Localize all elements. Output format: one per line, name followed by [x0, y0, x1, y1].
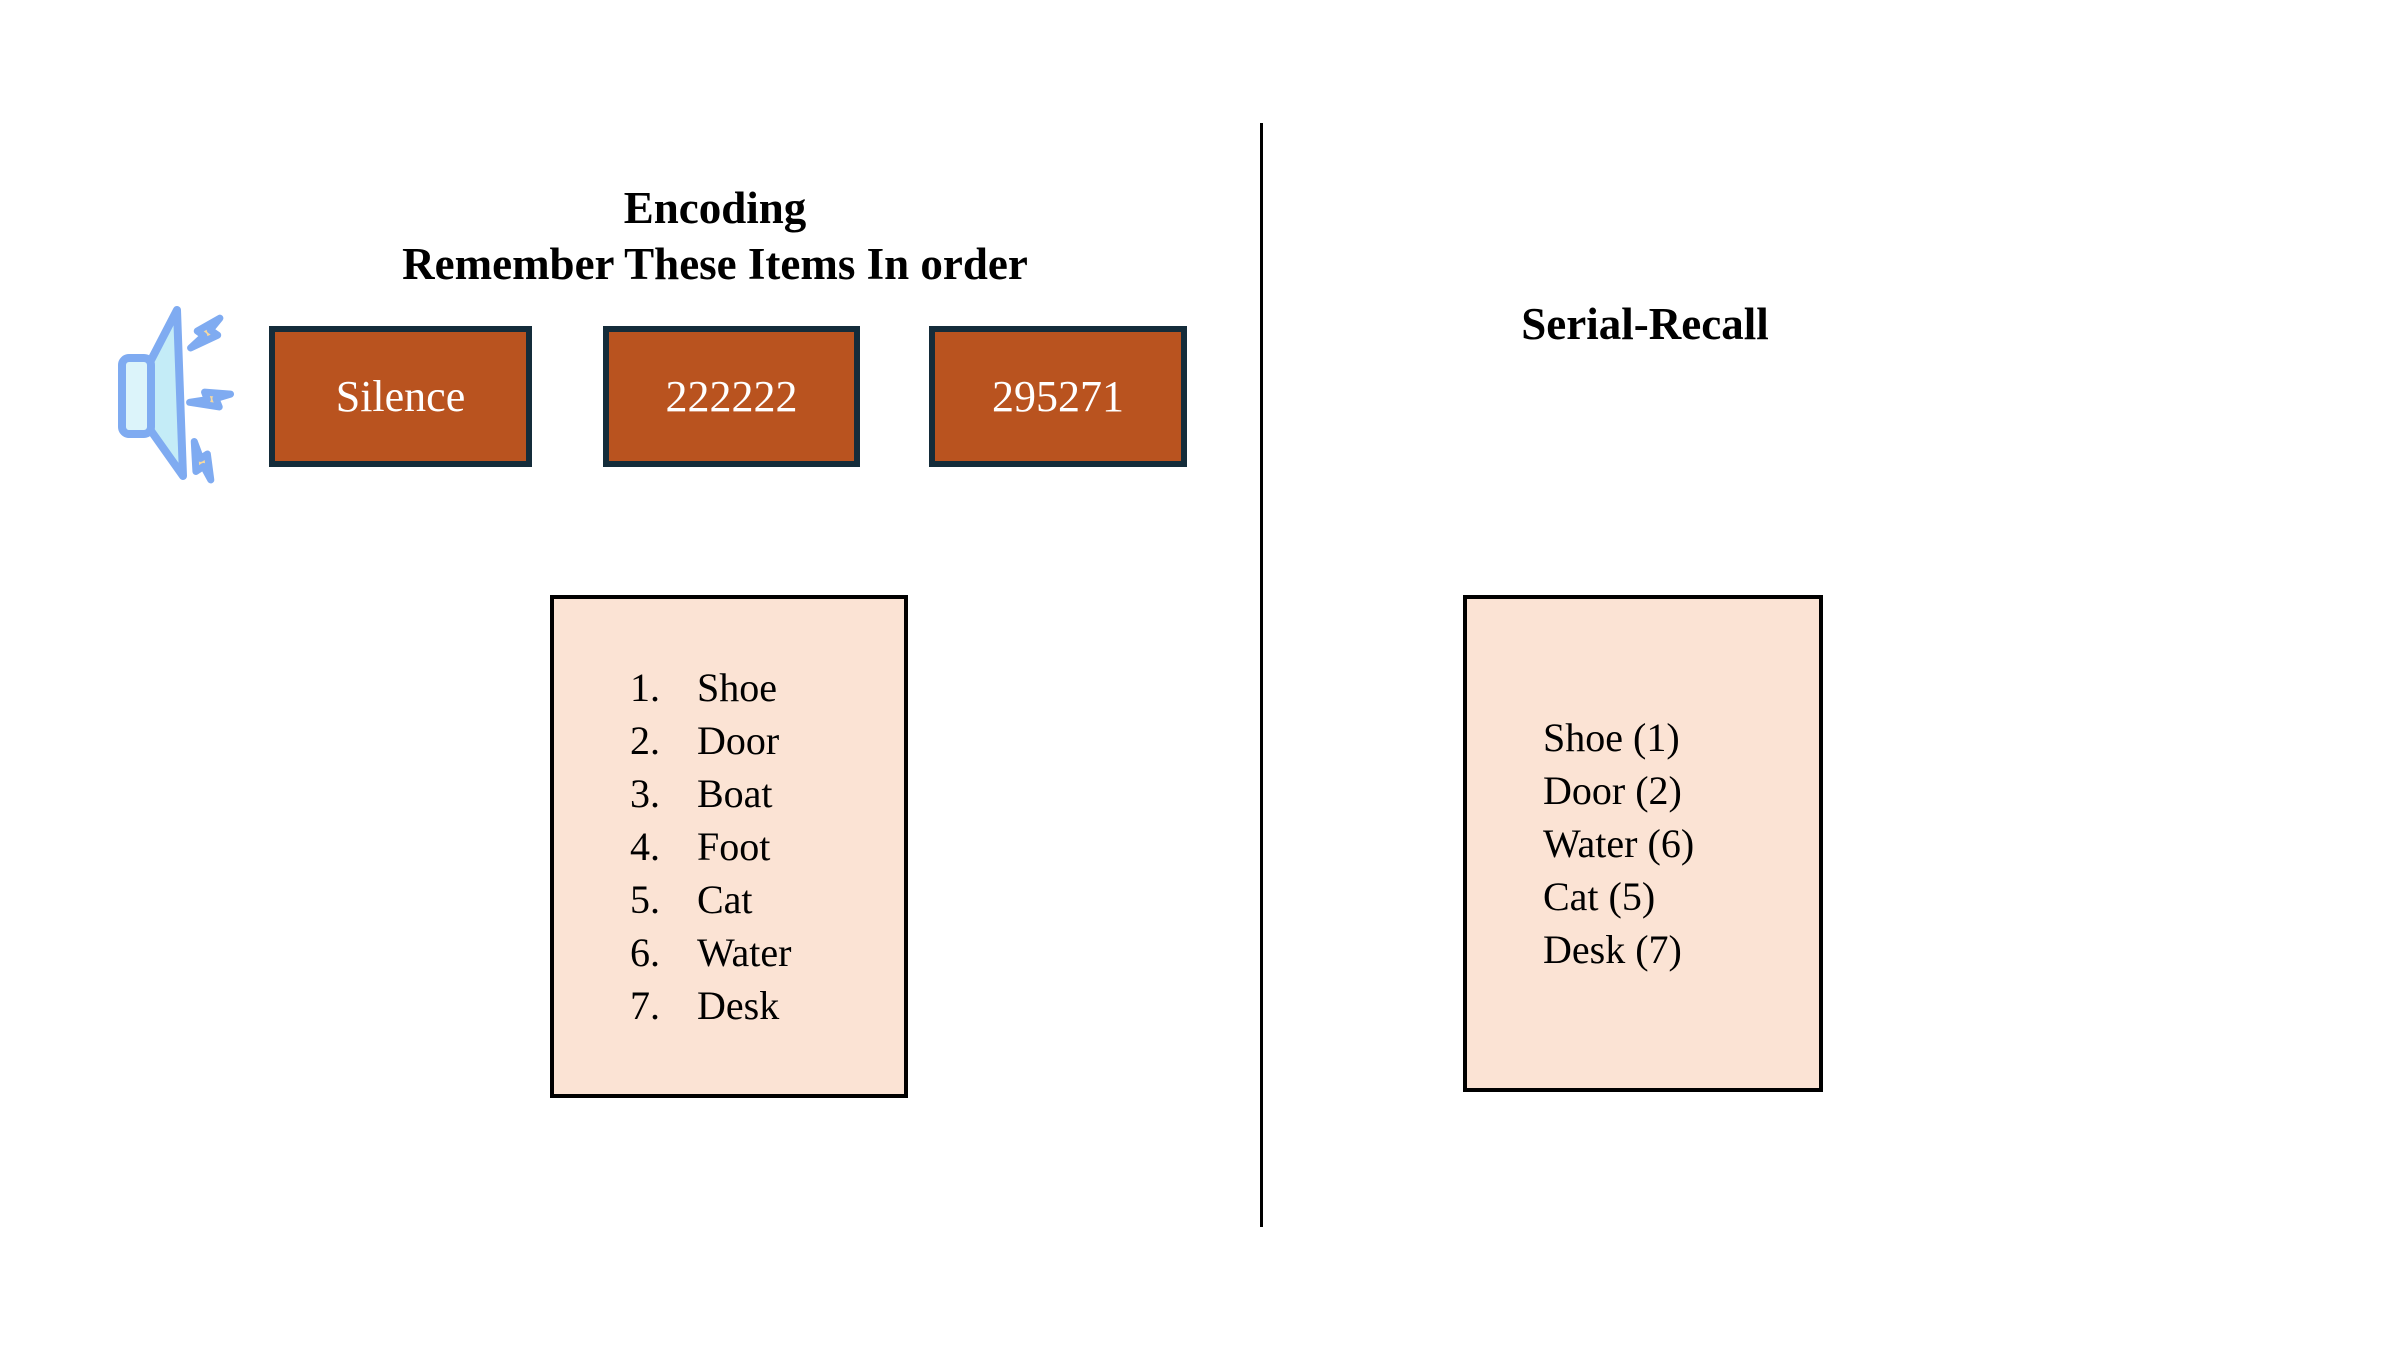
- list-item: 2. Door: [554, 714, 904, 767]
- list-item: Desk (7): [1543, 927, 1682, 972]
- list-item: Cat (5): [1543, 874, 1656, 919]
- list-item-word: Door: [697, 718, 780, 763]
- stimulus-box-label: 295271: [992, 372, 1124, 421]
- list-item: 7. Desk: [554, 979, 904, 1032]
- list-item-word: Foot: [697, 824, 771, 869]
- stimulus-box-changing-speech: 295271: [929, 326, 1187, 467]
- list-item: 1. Shoe: [554, 661, 904, 714]
- sound-bolt-icon-bottom: [190, 438, 215, 484]
- speaker-sound-svg: [118, 306, 235, 484]
- stimulus-box-silence: Silence: [269, 326, 532, 467]
- panel-divider-line: [1260, 123, 1263, 1227]
- list-item-word: Shoe: [697, 665, 777, 710]
- stimulus-box-label: 222222: [665, 372, 798, 421]
- list-item: Water (6): [1543, 821, 1695, 866]
- stimulus-box-label: Silence: [335, 372, 466, 421]
- list-item: 4. Foot: [554, 820, 904, 873]
- list-item-word: Boat: [697, 771, 773, 816]
- list-item-word: Water: [697, 930, 792, 975]
- speaker-body: [118, 354, 155, 438]
- list-item-number: 5.: [630, 877, 660, 922]
- list-item: 5. Cat: [554, 873, 904, 926]
- serial-recall-title: Serial-Recall: [1521, 299, 1769, 349]
- list-item-number: 2.: [630, 718, 660, 763]
- sound-bolt-icon-middle: [186, 388, 235, 411]
- encoding-title-line2: Remember These Items In order: [402, 239, 1028, 289]
- encoding-title-line1: Encoding: [623, 183, 807, 233]
- stimulus-box-steady-speech: 222222: [603, 326, 860, 467]
- list-item: 6. Water: [554, 926, 904, 979]
- list-item-word: Cat: [697, 877, 753, 922]
- list-item: Shoe (1): [1543, 715, 1680, 760]
- encoding-section-title: Encoding Remember These Items In order: [280, 180, 1150, 292]
- list-item-number: 3.: [630, 771, 660, 816]
- list-item-number: 6.: [630, 930, 660, 975]
- list-item-word: Desk: [697, 983, 780, 1028]
- list-item: Door (2): [1543, 768, 1682, 813]
- recall-list-box: Shoe (1) Door (2) Water (6) Cat (5) Desk…: [1463, 595, 1823, 1092]
- list-item-number: 1.: [630, 665, 660, 710]
- speaker-sound-icon: [113, 292, 235, 494]
- list-item: 3. Boat: [554, 767, 904, 820]
- study-list-box: 1. Shoe 2. Door 3. Boat 4. Foot 5. Cat 6…: [550, 595, 908, 1098]
- sound-bolt-icon-top: [187, 314, 224, 352]
- list-item-number: 4.: [630, 824, 660, 869]
- list-item-number: 7.: [630, 983, 660, 1028]
